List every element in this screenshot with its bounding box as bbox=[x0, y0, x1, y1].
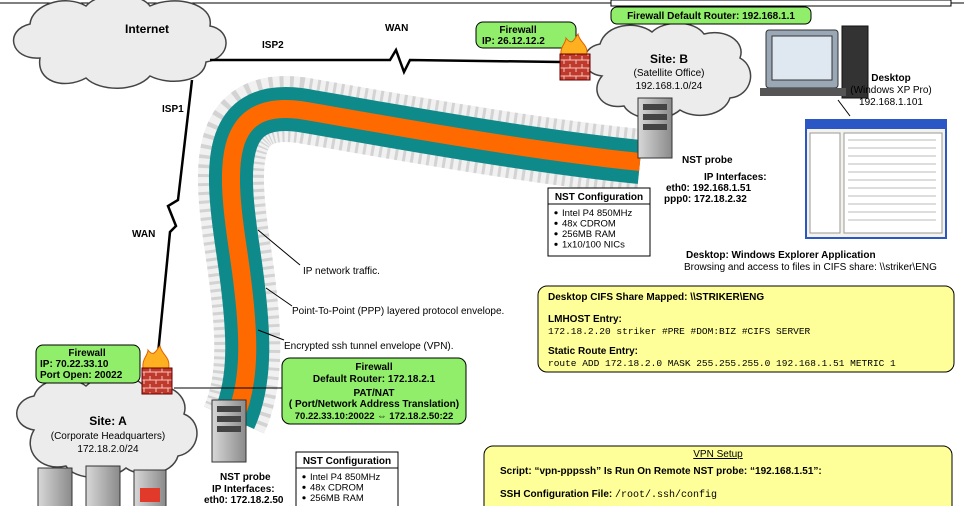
wan-left-label: WAN bbox=[132, 229, 155, 240]
config-a-item: 256MB RAM bbox=[310, 493, 364, 504]
site-a-cloud: Site: A (Corporate Headquarters) 172.18.… bbox=[16, 374, 198, 479]
probe-b-ip-title: IP Interfaces: bbox=[704, 172, 767, 183]
firewall-a-router-line5: 70.22.33.10:20022 ⇔ 172.18.2.50:22 bbox=[295, 411, 453, 422]
vpn-setup-title: VPN Setup bbox=[693, 449, 743, 460]
tower-icon bbox=[841, 25, 869, 99]
config-a-item: 48x CDROM bbox=[310, 483, 364, 494]
flame-icon bbox=[142, 344, 170, 373]
firewall-a-router-line2: Default Router: 172.18.2.1 bbox=[313, 374, 436, 385]
firewall-a-title: Firewall bbox=[68, 348, 105, 359]
firewall-b-ip: IP: 26.12.12.2 bbox=[482, 36, 545, 47]
firewall-a: Firewall IP: 70.22.33.10 Port Open: 2002… bbox=[35, 344, 173, 395]
cifs-note-box: Desktop CIFS Share Mapped: \\STRIKER\ENG… bbox=[537, 285, 955, 373]
brick-wall-icon bbox=[141, 367, 173, 395]
cifs-mapped: Desktop CIFS Share Mapped: \\STRIKER\ENG bbox=[548, 292, 764, 303]
firewall-b-label-box bbox=[475, 21, 577, 49]
config-a-bullet-icon bbox=[302, 496, 306, 500]
probe-b-label: NST probe bbox=[682, 155, 733, 166]
site-a-servers bbox=[37, 465, 167, 506]
ip-traffic-leader bbox=[257, 229, 301, 266]
firewall-a-router-box: Firewall Default Router: 172.18.2.1 PAT/… bbox=[281, 357, 467, 425]
site-a-network: 172.18.2.0/24 bbox=[77, 444, 139, 455]
firewall-a-router-line1: Firewall bbox=[355, 362, 392, 373]
config-b-item: 1x10/100 NICs bbox=[562, 240, 625, 251]
desktop-app-title: Desktop: Windows Explorer Application bbox=[686, 250, 876, 261]
desktop-app-desc: Browsing and access to files in CIFS sha… bbox=[684, 262, 937, 273]
site-a-subtitle: (Corporate Headquarters) bbox=[51, 431, 166, 442]
desktop-computer: Desktop (Windows XP Pro) 192.168.1.101 bbox=[760, 25, 932, 108]
config-a-item: Intel P4 850MHz bbox=[310, 472, 380, 483]
firewall-a-ip: IP: 70.22.33.10 bbox=[40, 359, 109, 370]
flame-icon bbox=[560, 32, 588, 59]
ssh-leader bbox=[257, 329, 285, 341]
config-a-bullet-icon bbox=[302, 485, 306, 489]
probe-b-eth0: eth0: 192.168.1.51 bbox=[666, 183, 751, 194]
desktop-ip: 192.168.1.101 bbox=[859, 97, 923, 108]
config-b-bullet-icon bbox=[554, 211, 558, 215]
vpn-script: Script: “vpn-pppssh” Is Run On Remote NS… bbox=[500, 466, 822, 477]
config-b-bullet-icon bbox=[554, 232, 558, 236]
desktop-title: Desktop bbox=[871, 73, 910, 84]
probe-a-ip-title: IP Interfaces: bbox=[212, 484, 275, 495]
lmhost-title: LMHOST Entry: bbox=[548, 314, 622, 325]
internet-cloud: Internet bbox=[12, 0, 227, 89]
explorer-window-thumbnail bbox=[805, 119, 947, 239]
firewall-b-default-router: Firewall Default Router: 192.168.1.1 bbox=[627, 11, 795, 22]
ssh-config-line: SSH Configuration File: /root/.ssh/confi… bbox=[500, 489, 717, 501]
site-b-subtitle: (Satellite Office) bbox=[634, 68, 705, 79]
wan-link-top bbox=[210, 47, 561, 76]
firewall-b: Firewall IP: 26.12.12.2 Firewall Default… bbox=[475, 6, 812, 81]
ip-traffic-annotation: IP network traffic. bbox=[303, 266, 380, 277]
explorer-leader bbox=[837, 99, 851, 117]
static-route-title: Static Route Entry: bbox=[548, 346, 638, 357]
probe-b-server-icon bbox=[637, 97, 673, 159]
site-a-title: Site: A bbox=[89, 414, 127, 428]
config-b-bullet-icon bbox=[554, 221, 558, 225]
probe-a-server-icon bbox=[211, 399, 247, 463]
firewall-b-title: Firewall bbox=[499, 25, 536, 36]
ppp-leader bbox=[265, 287, 293, 307]
top-note-box-fragment bbox=[610, 0, 952, 7]
ssh-config-path: /root/.ssh/config bbox=[615, 489, 717, 501]
isp1-label: ISP1 bbox=[162, 104, 184, 115]
config-b-title: NST Configuration bbox=[555, 192, 643, 203]
brick-wall-icon bbox=[559, 53, 591, 81]
config-b-bullet-icon bbox=[554, 242, 558, 246]
site-b-title: Site: B bbox=[650, 52, 688, 66]
ppp-annotation: Point-To-Point (PPP) layered protocol en… bbox=[292, 306, 504, 317]
wan-link-left bbox=[156, 79, 194, 355]
config-b-item: Intel P4 850MHz bbox=[562, 208, 632, 219]
desktop-os: (Windows XP Pro) bbox=[850, 85, 932, 96]
firewall-a-label-box bbox=[35, 344, 141, 384]
config-a-title: NST Configuration bbox=[303, 456, 391, 467]
config-a-bullet-icon bbox=[302, 475, 306, 479]
firewall-a-router-line4: ( Port/Network Address Translation) bbox=[289, 399, 459, 410]
internet-label: Internet bbox=[125, 22, 169, 36]
isp2-label: ISP2 bbox=[262, 40, 284, 51]
firewall-a-router-line3: PAT/NAT bbox=[353, 388, 394, 399]
config-b-item: 48x CDROM bbox=[562, 219, 616, 230]
probe-b-ppp0: ppp0: 172.18.2.32 bbox=[664, 194, 747, 205]
ssh-annotation: Encrypted ssh tunnel envelope (VPN). bbox=[284, 341, 454, 352]
lmhost-value: 172.18.2.20 striker #PRE #DOM:BIZ #CIFS … bbox=[548, 326, 811, 337]
site-b-network: 192.168.1.0/24 bbox=[636, 81, 703, 92]
site-b-cloud: Site: B (Satellite Office) 192.168.1.0/2… bbox=[583, 22, 752, 120]
probe-a-eth0: eth0: 172.18.2.50 bbox=[204, 495, 284, 506]
static-route-value: route ADD 172.18.2.0 MASK 255.255.255.0 … bbox=[548, 358, 896, 369]
firewall-a-port: Port Open: 20022 bbox=[40, 370, 123, 381]
wan-top-label: WAN bbox=[385, 23, 408, 34]
config-b-item: 256MB RAM bbox=[562, 229, 616, 240]
vpn-tunnel bbox=[197, 76, 644, 434]
ssh-config-label: SSH Configuration File: bbox=[500, 489, 615, 500]
firewall-b-router-box bbox=[610, 6, 812, 25]
probe-a-label: NST probe bbox=[220, 472, 271, 483]
vpn-setup-box: VPN Setup Script: “vpn-pppssh” Is Run On… bbox=[483, 445, 953, 506]
